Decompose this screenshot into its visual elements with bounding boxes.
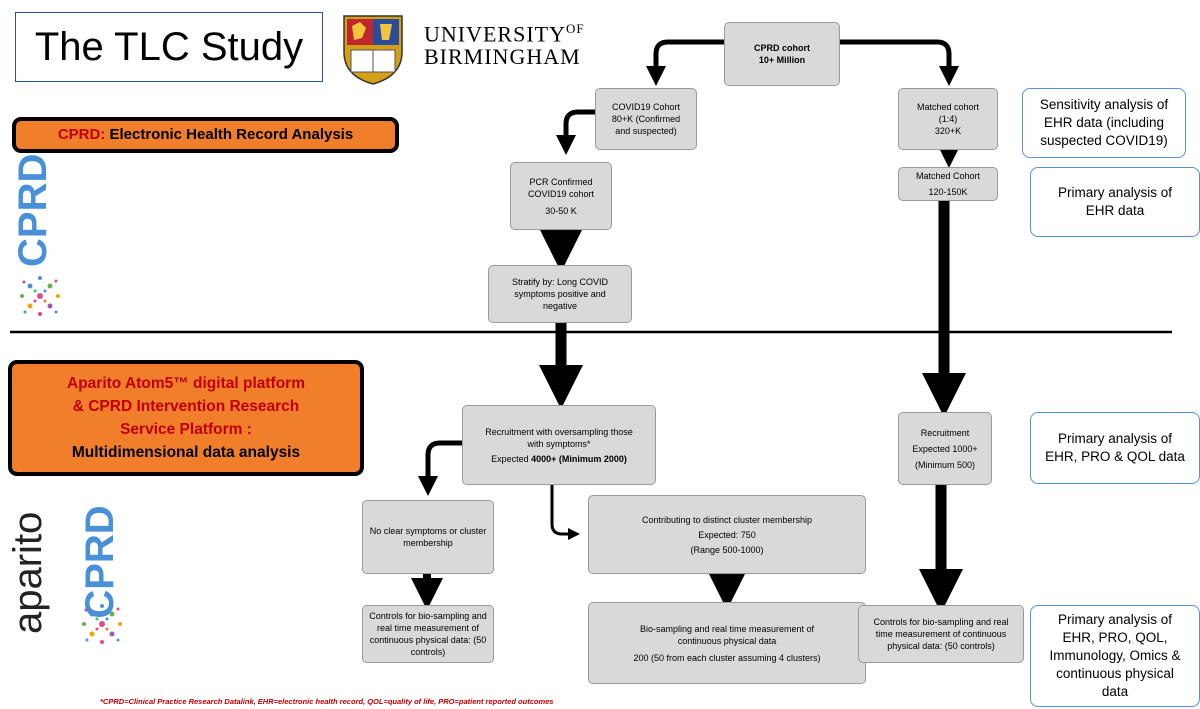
platform-line4: Multidimensional data analysis: [71, 444, 301, 461]
node-line: 30-50 K: [545, 205, 577, 216]
node-line: No clear symptoms or cluster: [369, 526, 487, 536]
node-cprd-cohort: CPRD cohort 10+ Million: [724, 22, 840, 86]
note-line: Primary analysis of: [1057, 612, 1173, 627]
node-line: Expected: [491, 453, 532, 464]
note-primary-full: Primary analysis of EHR, PRO, QOL, Immun…: [1030, 605, 1200, 707]
node-cluster: Contributing to distinct cluster members…: [588, 495, 866, 574]
node-line: negative: [542, 301, 578, 311]
note-sensitivity: Sensitivity analysis of EHR data (includ…: [1022, 88, 1186, 158]
node-matched-cohort: Matched Cohort 120-150K: [898, 167, 998, 201]
node-line: with symptoms*: [527, 438, 591, 449]
platform-line1: Aparito Atom5™ digital platform: [67, 375, 305, 392]
platform-line3: Service Platform :: [120, 421, 252, 438]
cprd-network-icon-lower: [82, 604, 122, 644]
cprd-logo-upper: CPRD: [11, 153, 55, 267]
node-line: 10+ Million: [758, 55, 806, 65]
node-line: real time measurement of: [376, 623, 480, 633]
node-line: Matched cohort: [916, 102, 980, 112]
aparito-logo: aparito: [6, 511, 50, 634]
note-line: continuous physical: [1056, 666, 1174, 681]
node-line: 320+K: [934, 126, 962, 136]
university-wordmark: UNIVERSITYOF BIRMINGHAM: [424, 17, 585, 68]
ehr-label: Electronic Health Record Analysis: [109, 126, 354, 143]
arrow-cprd-to-covid: [646, 39, 724, 86]
node-line: (Range 500-1000): [690, 544, 764, 555]
node-line: (Minimum 500): [914, 459, 975, 470]
university-line1: UNIVERSITY: [424, 21, 566, 47]
cprd-network-icon: [20, 276, 60, 316]
note-primary-ehr: Primary analysis of EHR data: [1030, 167, 1200, 237]
node-line: Controls for bio-sampling and: [369, 611, 487, 621]
node-line: continuous physical data: (50: [369, 635, 487, 645]
note-line: Sensitivity analysis of: [1039, 97, 1169, 112]
note-primary-pro: Primary analysis of EHR, PRO & QOL data: [1030, 412, 1200, 484]
arrow-recruitment-to-cluster: [550, 485, 580, 540]
university-line2: BIRMINGHAM: [424, 44, 581, 70]
node-controls-right: Controls for bio-sampling and real time …: [858, 605, 1024, 663]
node-pcr-cohort: PCR Confirmed COVID19 cohort 30-50 K: [510, 162, 612, 230]
node-line: controls): [410, 647, 446, 657]
note-line: Primary analysis of: [1057, 431, 1173, 446]
ehr-analysis-banner: CPRD: Electronic Health Record Analysis: [12, 117, 399, 153]
note-line: Primary analysis of: [1057, 185, 1173, 200]
node-biosampling: Bio-sampling and real time measurement o…: [588, 602, 866, 684]
node-line: (1:4): [938, 114, 958, 124]
node-no-clear: No clear symptoms or cluster membership: [362, 500, 494, 574]
node-recruitment-main: Recruitment with oversampling those with…: [462, 405, 656, 485]
node-line: physical data: (50 controls): [887, 641, 995, 651]
node-recruitment-matched: Recruitment Expected 1000+ (Minimum 500): [898, 412, 992, 485]
ehr-prefix: CPRD:: [57, 126, 106, 143]
platform-line2: & CPRD Intervention Research: [72, 398, 300, 415]
node-line: Controls for bio-sampling and real: [873, 617, 1009, 627]
node-line: Recruitment: [920, 427, 970, 438]
node-line: Matched Cohort: [915, 171, 981, 181]
footnote: *CPRD=Clinical Practice Research Datalin…: [100, 697, 554, 706]
node-line: membership: [403, 538, 453, 548]
university-of: OF: [566, 21, 585, 36]
node-line: 120-150K: [928, 187, 968, 197]
note-line: suspected COVID19): [1040, 133, 1168, 148]
node-line: COVID19 cohort: [527, 188, 595, 199]
node-covid-cohort: COVID19 Cohort 80+K (Confirmed and suspe…: [595, 88, 697, 150]
node-line: COVID19 Cohort: [611, 102, 681, 112]
node-line: Expected 1000+: [912, 443, 978, 454]
node-line: symptoms positive and: [514, 289, 606, 299]
node-controls-left: Controls for bio-sampling and real time …: [362, 605, 494, 663]
node-line: CPRD cohort: [754, 43, 810, 53]
node-line: 200 (50 from each cluster assuming 4 clu…: [633, 652, 821, 663]
university-crest-icon: [343, 15, 403, 85]
note-line: Immunology, Omics &: [1049, 648, 1181, 663]
note-line: EHR data (including: [1043, 115, 1165, 130]
page-title: The TLC Study: [15, 12, 323, 82]
note-line: data: [1101, 684, 1129, 699]
node-line: Recruitment with oversampling those: [485, 426, 633, 437]
node-stratify: Stratify by: Long COVID symptoms positiv…: [488, 265, 632, 323]
arrow-covid-to-pcr: [556, 109, 595, 155]
node-line: and suspected): [615, 126, 677, 136]
note-line: EHR, PRO, QOL,: [1062, 630, 1168, 645]
node-line: 80+K (Confirmed: [611, 114, 681, 124]
arrow-recruitment-to-noclear: [418, 440, 462, 496]
note-line: EHR, PRO & QOL data: [1045, 449, 1185, 464]
note-line: EHR data: [1085, 203, 1145, 218]
platform-banner: Aparito Atom5™ digital platform & CPRD I…: [8, 360, 364, 476]
node-line: Expected: 750: [698, 529, 756, 540]
node-line-bold: 4000+ (Minimum 2000): [531, 453, 627, 464]
node-line: PCR Confirmed: [529, 176, 593, 187]
node-line: continuous physical data: [677, 635, 777, 646]
node-line: Stratify by: Long COVID: [511, 277, 609, 287]
node-line: Contributing to distinct cluster members…: [641, 514, 813, 525]
node-matched-1-4: Matched cohort (1:4) 320+K: [898, 88, 998, 150]
node-line: time measurement of continuous: [875, 629, 1007, 639]
arrow-cprd-to-matched: [840, 39, 959, 86]
node-line: Bio-sampling and real time measurement o…: [639, 623, 815, 634]
